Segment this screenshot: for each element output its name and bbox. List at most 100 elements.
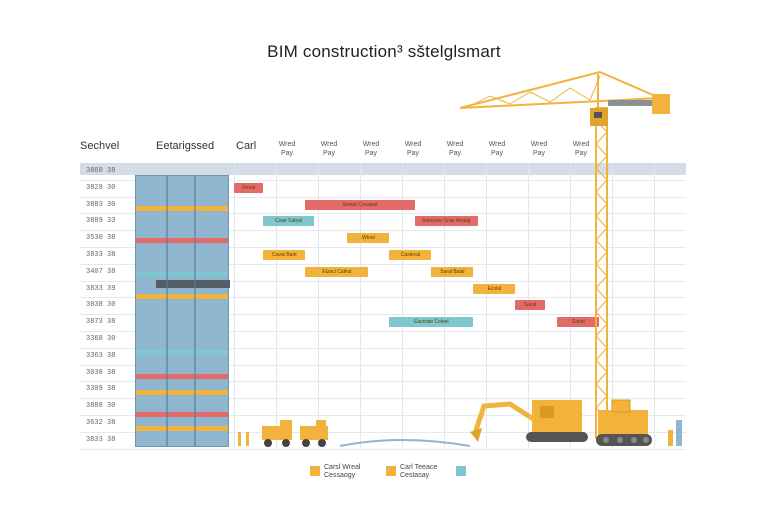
row-label: 3889 33	[86, 217, 116, 226]
row-label: 3407 38	[86, 267, 116, 276]
row-label: 3363 38	[86, 351, 116, 360]
task-bar: Sontat Cocaslat	[305, 199, 415, 210]
task-bar: Saral Balal	[431, 266, 474, 277]
grid-row-line	[80, 230, 686, 232]
week-header-line2: Pay	[532, 150, 546, 157]
column-header-section: Sechvel	[80, 140, 120, 152]
week-header-line1: Wred	[446, 141, 464, 148]
building-column	[166, 176, 168, 446]
task-bar: Caval Bant	[263, 250, 306, 260]
week-header-line2: Pay	[280, 150, 294, 157]
grid-row-line	[80, 196, 686, 198]
week-header-line1: Wred	[404, 141, 422, 148]
week-header-line2: Pay	[448, 150, 462, 157]
grid-column-line	[318, 163, 319, 448]
row-label: 3833 39	[86, 284, 116, 293]
grid-row-line	[80, 431, 686, 433]
grid-row-line	[80, 263, 686, 265]
task-bar: Ecolal	[473, 283, 516, 294]
grid-row-line	[80, 179, 686, 181]
building-floor-band	[136, 238, 228, 243]
grid-column-line	[612, 163, 613, 448]
building-column	[194, 176, 196, 446]
grid-row-line	[80, 213, 686, 215]
row-label: 3860 38	[86, 167, 116, 175]
dump-truck-icon	[262, 420, 328, 447]
header-band	[80, 163, 686, 175]
task-bar: Wtoal	[347, 233, 390, 244]
week-header-line1: Wred	[278, 141, 296, 148]
building-floor-band	[136, 412, 228, 417]
column-header-card: Carl	[236, 140, 257, 152]
grid-row-line	[80, 331, 686, 332]
week-header-line1: Wred	[362, 141, 380, 148]
column-header-building: Eetarigssed	[156, 140, 215, 152]
row-label: 3833 38	[86, 435, 116, 444]
grid-row-line	[80, 280, 686, 282]
building-floor-band	[136, 206, 228, 211]
row-label: 3038 30	[86, 301, 116, 310]
diagram-title: BIM construction³ sštelglsmart	[267, 42, 501, 61]
tower-crane-icon	[459, 71, 670, 439]
grid-row-line	[80, 398, 686, 400]
row-label: 3833 38	[86, 251, 116, 259]
building-floor-band	[156, 280, 230, 288]
week-header-line1: Wred	[488, 141, 506, 148]
row-label: 3038 38	[86, 368, 116, 377]
grid-row-line	[80, 364, 686, 366]
task-bar: Etzaci Catkal	[305, 266, 369, 277]
week-header-line2: Pay	[364, 150, 378, 157]
grid-row-line	[80, 314, 686, 316]
row-label: 3368 30	[86, 335, 116, 343]
task-bar: Easrrate Coleel	[389, 317, 474, 328]
task-bar: Caslecal	[389, 250, 432, 260]
task-bar: Sastd	[557, 317, 600, 328]
grid-row-line	[80, 415, 686, 416]
grid-column-line	[570, 163, 571, 448]
building-floor-band	[136, 390, 228, 395]
bim-building-icon	[135, 175, 230, 447]
grid-column-line	[402, 163, 403, 448]
grid-column-line	[360, 163, 361, 448]
week-header-line1: Wred	[320, 141, 338, 148]
grid-row-line	[80, 247, 686, 248]
legend-swatch	[310, 466, 320, 476]
grid-row-line	[80, 381, 686, 383]
grid-row-line	[80, 448, 686, 450]
grid-column-line	[444, 163, 445, 448]
grid-column-line	[486, 163, 487, 448]
building-floor-band	[136, 374, 228, 379]
task-bar: Saval	[515, 300, 545, 311]
row-label: 3309 38	[86, 385, 116, 394]
task-bar: Sotaume Gran Retaig	[414, 216, 478, 227]
building-floor-band	[136, 350, 228, 355]
legend-swatch	[386, 466, 396, 476]
row-label: 3883 30	[86, 200, 116, 209]
bulldozer-icon	[596, 399, 652, 446]
building-floor-band	[136, 294, 228, 299]
grid-column-line	[234, 163, 235, 448]
week-header-line2: Pay	[406, 150, 420, 157]
row-label: 3873 38	[86, 318, 116, 327]
grid-column-line	[654, 163, 655, 448]
row-label: 3530 38	[86, 234, 116, 243]
week-header-line1: Wred	[530, 141, 548, 148]
week-header-line2: Pay	[490, 150, 504, 157]
grid-row-line	[80, 297, 686, 299]
row-label: 3828 30	[86, 183, 116, 192]
legend-swatch	[456, 466, 466, 476]
building-floor-band	[136, 426, 228, 431]
week-header-line2: Pay	[322, 150, 336, 157]
task-bar: Cose Saleal	[263, 216, 314, 227]
week-header-line1: Wred	[572, 141, 590, 148]
